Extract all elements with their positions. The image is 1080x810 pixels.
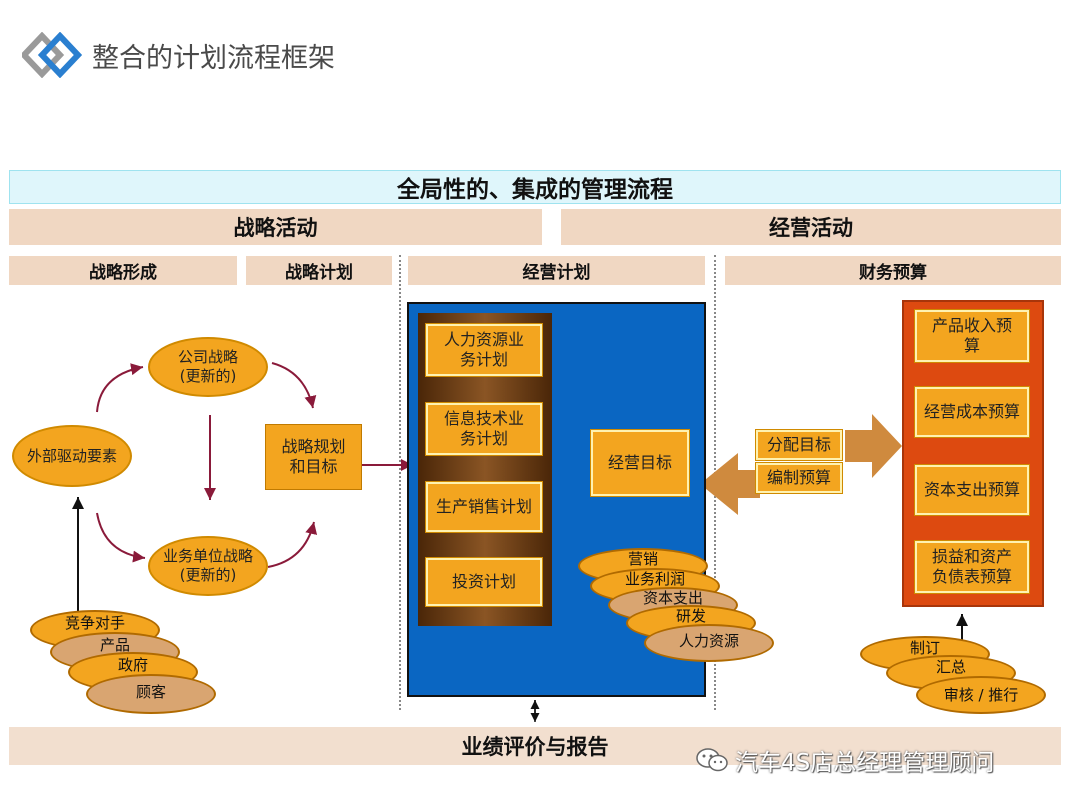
budget-pl-balance: 损益和资产负债表预算 bbox=[914, 540, 1030, 594]
section-strategy: 战略活动 bbox=[9, 209, 542, 245]
drivers-stack-item: 顾客 bbox=[86, 674, 216, 714]
wechat-icon bbox=[696, 748, 728, 772]
target-stack-item: 人力资源 bbox=[644, 624, 774, 662]
plan-production-sales: 生产销售计划 bbox=[425, 481, 543, 533]
budget-stack-item: 审核 / 推行 bbox=[916, 676, 1046, 714]
budget-operating-cost: 经营成本预算 bbox=[914, 386, 1030, 438]
sub-strategy-planning: 战略计划 bbox=[246, 256, 392, 285]
strategy-plan-box: 战略规划和目标 bbox=[265, 424, 362, 490]
header-bar: 全局性的、集成的管理流程 bbox=[9, 170, 1061, 204]
operation-target-box: 经营目标 bbox=[590, 429, 690, 497]
page-title: 整合的计划流程框架 bbox=[92, 43, 335, 74]
sub-strategy-formation: 战略形成 bbox=[9, 256, 237, 285]
budget-product-revenue: 产品收入预算 bbox=[914, 309, 1030, 363]
business-unit-strategy-node: 业务单位战略(更新的) bbox=[148, 536, 268, 596]
budget-capex: 资本支出预算 bbox=[914, 464, 1030, 516]
plan-investment: 投资计划 bbox=[425, 557, 543, 607]
compile-budget-label: 编制预算 bbox=[755, 462, 843, 494]
sub-financial-budget: 财务预算 bbox=[725, 256, 1061, 285]
section-operations: 经营活动 bbox=[561, 209, 1061, 245]
bottom-bar: 业绩评价与报告 bbox=[9, 727, 1061, 765]
watermark-text: 汽车4S店总经理管理顾问 bbox=[735, 750, 995, 776]
logo-icon bbox=[22, 32, 82, 78]
watermark: 汽车4S店总经理管理顾问 bbox=[695, 743, 994, 777]
external-drivers-node: 外部驱动要素 bbox=[12, 425, 132, 487]
plan-hr: 人力资源业务计划 bbox=[425, 323, 543, 377]
separator-left bbox=[399, 255, 401, 710]
corporate-strategy-node: 公司战略(更新的) bbox=[148, 337, 268, 397]
plan-it: 信息技术业务计划 bbox=[425, 402, 543, 456]
sub-operation-planning: 经营计划 bbox=[408, 256, 705, 285]
allocate-target-label: 分配目标 bbox=[755, 429, 843, 461]
